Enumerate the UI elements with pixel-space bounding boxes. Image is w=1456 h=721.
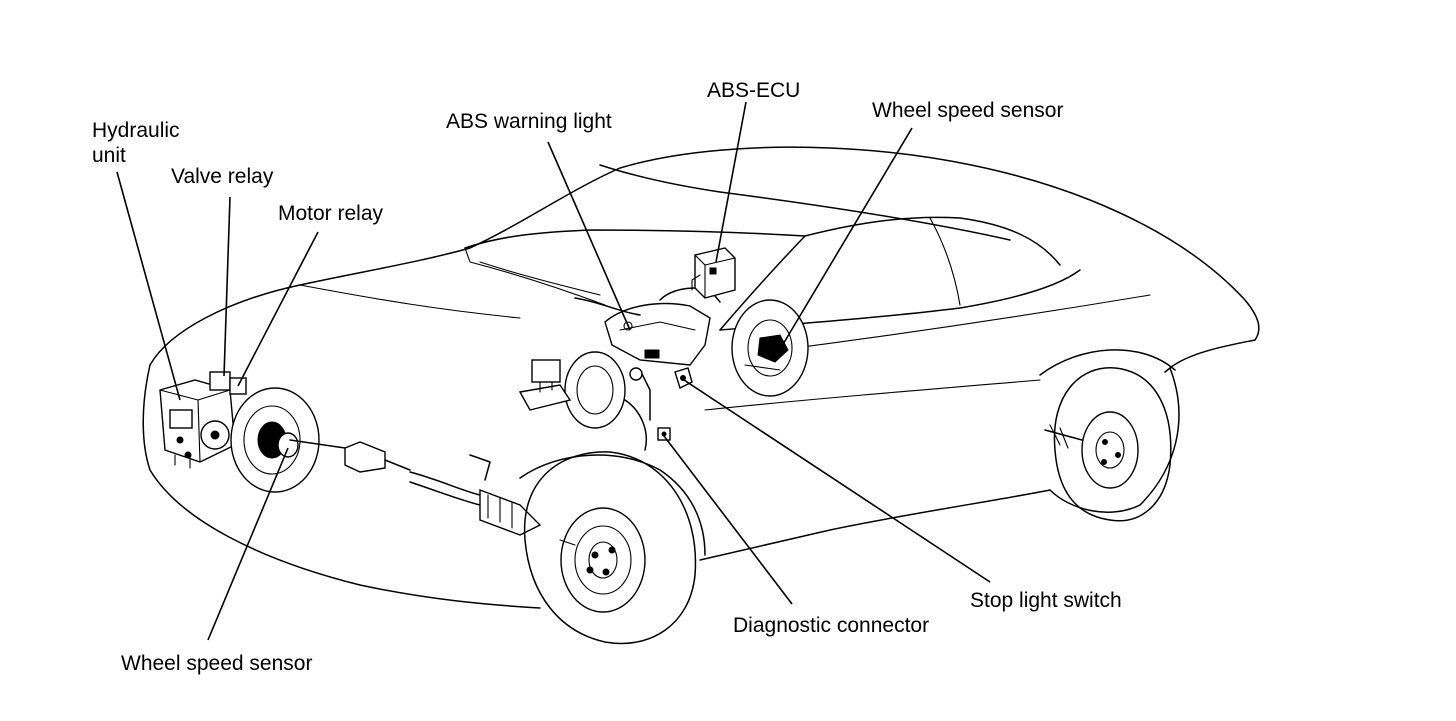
instrument-cluster (604, 287, 721, 366)
rear-right-wheel (1044, 367, 1172, 522)
leader-wheel-speed-sensor-front (207, 447, 289, 641)
label-wheel-speed-sensor-front: Wheel speed sensor (121, 652, 313, 675)
front-right-wheel (523, 451, 697, 645)
diagnostic-connector-component (657, 427, 671, 441)
label-abs-warning-light: ABS warning light (446, 110, 612, 133)
stop-light-switch-component (674, 367, 693, 389)
label-motor-relay: Motor relay (278, 202, 384, 225)
label-hydraulic-unit-line1: Hydraulic (92, 119, 180, 142)
label-abs-ecu: ABS-ECU (707, 79, 801, 102)
brake-booster (518, 351, 651, 451)
drive-shaft (344, 441, 542, 536)
leader-stop-light-switch (683, 379, 991, 583)
leader-abs-ecu (715, 101, 747, 263)
hydraulic-unit-component (159, 371, 247, 469)
steering-column (479, 261, 641, 316)
label-stop-light-switch: Stop light switch (970, 589, 1122, 612)
abs-ecu-component (691, 247, 736, 299)
label-wheel-speed-sensor-rear: Wheel speed sensor (872, 99, 1064, 122)
front-left-brake-disc (230, 387, 346, 493)
leader-hydraulic-unit (116, 171, 181, 401)
leader-wheel-speed-sensor-rear (781, 127, 913, 347)
label-hydraulic-unit-line2: unit (92, 144, 126, 167)
leader-diagnostic-connector (663, 435, 793, 605)
leader-abs-warning-light (547, 141, 631, 331)
label-diagnostic-connector: Diagnostic connector (733, 614, 930, 637)
leader-motor-relay (237, 231, 319, 387)
rear-left-brake-disc (731, 299, 809, 397)
leader-valve-relay (223, 196, 231, 377)
leader-lines (116, 101, 991, 641)
label-valve-relay: Valve relay (171, 165, 274, 188)
